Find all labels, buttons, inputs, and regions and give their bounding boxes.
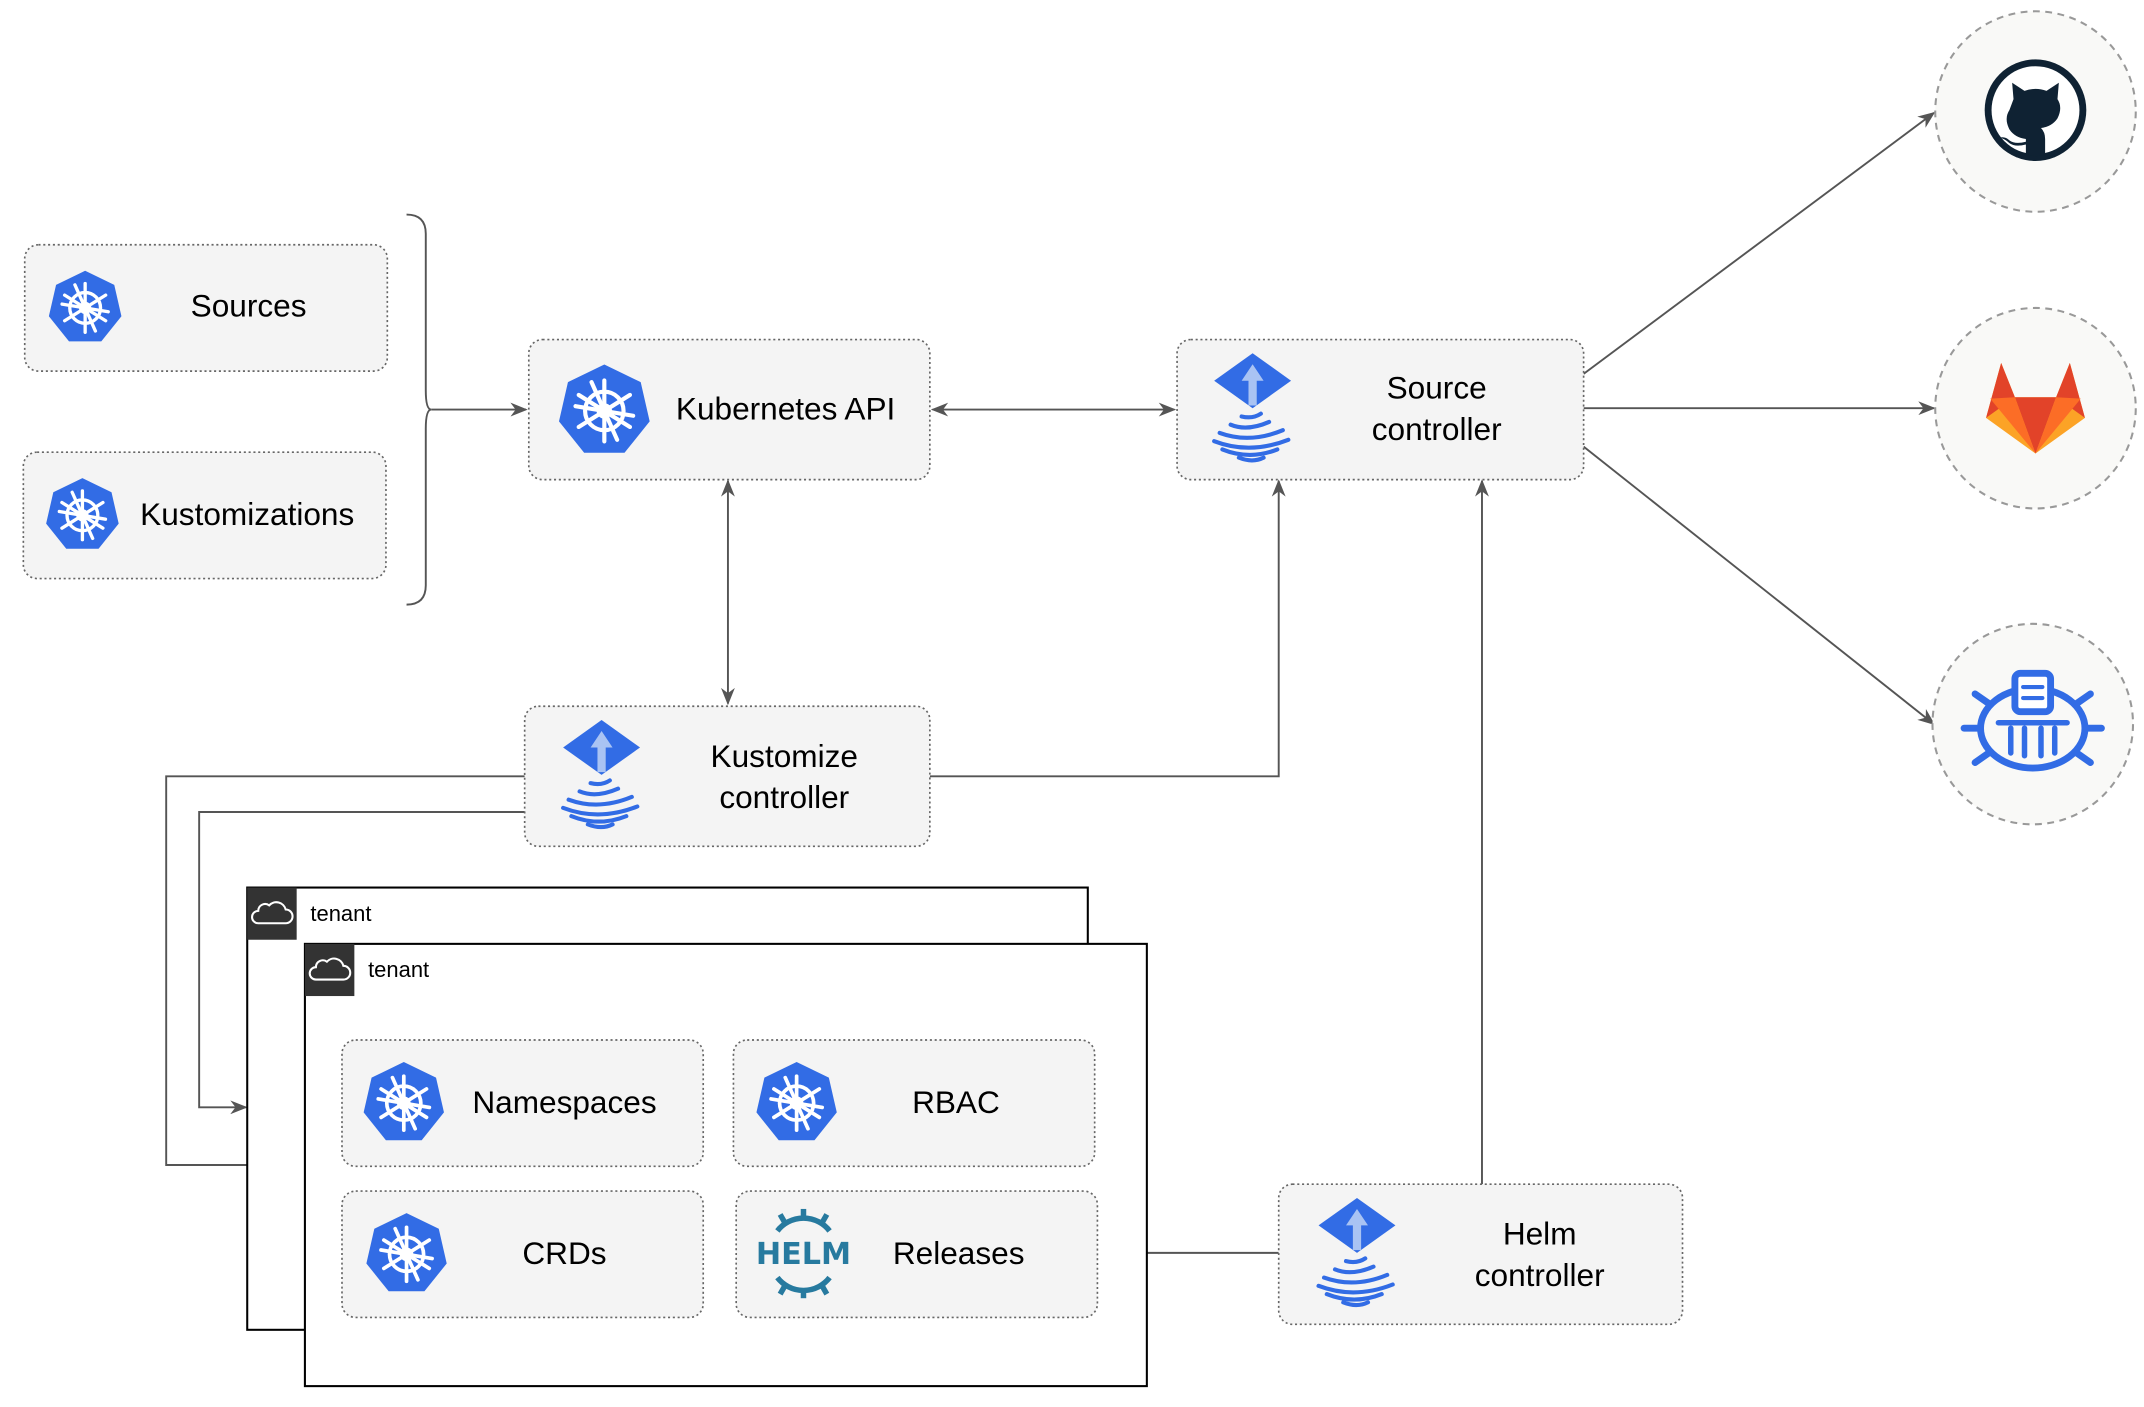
kustomizations-label: Kustomizations <box>140 496 354 532</box>
edge-source-to-github <box>1583 111 1936 375</box>
helm-controller-label-1: Helm <box>1503 1216 1577 1252</box>
tenant-label: tenant <box>368 957 429 982</box>
kustomize-controller-label-1: Kustomize <box>711 738 858 774</box>
kustomize-controller-label-2: controller <box>719 779 849 815</box>
cloud-icon <box>251 901 294 925</box>
cloud-icon-bg <box>247 887 297 940</box>
tenant-label: tenant <box>310 901 371 926</box>
edge-kustomize-to-tenant-front <box>165 775 525 1172</box>
bucket-icon <box>1960 669 2105 772</box>
edge-kustomize-to-source <box>929 479 1286 778</box>
rbac-node[interactable]: RBAC <box>732 1039 1096 1168</box>
kubernetes-api-label: Kubernetes API <box>676 390 895 426</box>
edges <box>165 111 1936 1260</box>
tenant-front: tenant Namespaces RBAC CRDs <box>303 942 1148 1388</box>
source-controller-label-1: Source <box>1387 370 1487 406</box>
brace <box>406 213 432 606</box>
releases-label: Releases <box>893 1235 1025 1271</box>
kubernetes-api-node[interactable]: Kubernetes API <box>527 338 931 481</box>
namespaces-label: Namespaces <box>472 1084 656 1120</box>
source-controller-label-2: controller <box>1372 411 1502 447</box>
releases-node[interactable]: HELM Releases <box>735 1190 1099 1319</box>
crds-label: CRDs <box>522 1235 606 1271</box>
sources-node[interactable]: Sources <box>23 243 389 372</box>
github-node[interactable] <box>1934 10 2137 213</box>
gitlab-node[interactable] <box>1934 306 2137 510</box>
kustomize-controller-node[interactable]: Kustomize controller <box>523 705 931 848</box>
bucket-node[interactable] <box>1931 622 2135 826</box>
helm-icon: HELM <box>756 1208 851 1299</box>
helm-controller-node[interactable]: Helm controller <box>1277 1183 1684 1326</box>
github-icon <box>1984 59 2087 161</box>
edge-kustomize-to-tenant-back <box>198 811 525 1115</box>
gitlab-icon <box>1986 362 2085 454</box>
cloud-icon-bg <box>304 943 355 997</box>
namespaces-node[interactable]: Namespaces <box>341 1039 705 1168</box>
crds-node[interactable]: CRDs <box>341 1190 705 1319</box>
sources-label: Sources <box>191 287 307 323</box>
kustomizations-node[interactable]: Kustomizations <box>22 451 387 580</box>
helm-controller-label-2: controller <box>1475 1257 1605 1293</box>
source-controller-node[interactable]: Source controller <box>1176 338 1585 481</box>
helm-logo-text: HELM <box>756 1237 851 1272</box>
rbac-label: RBAC <box>912 1084 1000 1120</box>
cloud-icon <box>308 957 352 981</box>
edge-source-to-bucket <box>1583 445 1936 726</box>
